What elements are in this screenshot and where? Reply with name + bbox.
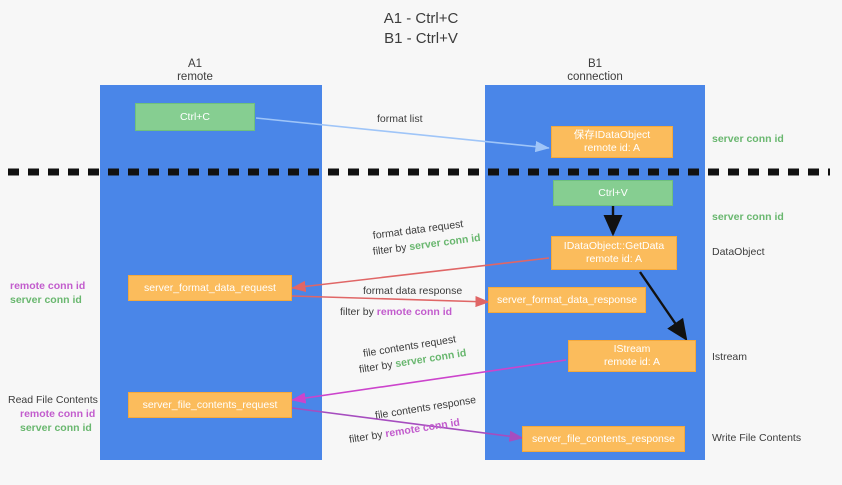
title-line-2: B1 - Ctrl+V <box>384 30 458 47</box>
label-read-file-contents-group: Read File Contents remote conn id server… <box>8 393 98 435</box>
label-write-file-contents-text: Write File Contents <box>712 432 802 444</box>
box-idataobject-getdata-line1: IDataObject::GetData <box>563 240 665 252</box>
box-server-format-data-request-label: server_format_data_request <box>144 281 276 294</box>
label-server-conn-id-mid: server conn id <box>712 210 784 224</box>
edge-filter-by-2: filter by <box>340 306 374 318</box>
box-server-file-contents-request[interactable]: server_file_contents_request <box>128 392 292 418</box>
label-istream: Istream <box>712 350 747 364</box>
lane-a1-name: A1 <box>187 58 203 70</box>
edge-remote-conn-id-1: remote conn id <box>376 306 453 318</box>
label-server-conn-id-mid-text: server conn id <box>712 211 784 223</box>
box-ctrl-c[interactable]: Ctrl+C <box>135 103 255 131</box>
box-save-idataobject-line1: 保存IDataObject <box>573 129 651 141</box>
edge-label-format-data-response-text: format data response <box>363 285 463 297</box>
label-conn-ids-format: remote conn id server conn id <box>10 279 85 307</box>
lane-b1-sub: connection <box>567 71 623 83</box>
box-save-idataobject-line2: remote id: A <box>583 142 641 154</box>
box-ctrl-v[interactable]: Ctrl+V <box>553 180 673 206</box>
box-server-format-data-response-label: server_format_data_response <box>496 293 638 306</box>
edge-filter-by-3: filter by <box>358 358 394 376</box>
lane-a1-sub: remote <box>177 71 213 83</box>
box-istream-line2: remote id: A <box>603 356 661 368</box>
edge-remote-conn-id-2: remote conn id <box>384 416 461 441</box>
box-ctrl-c-label: Ctrl+C <box>179 110 211 123</box>
edge-label-format-list-text: format list <box>377 113 423 125</box>
box-istream[interactable]: IStream remote id: A <box>568 340 696 372</box>
label-remote-conn-id-1: remote conn id <box>10 280 86 292</box>
box-save-idataobject[interactable]: 保存IDataObject remote id: A <box>551 126 673 158</box>
label-read-file-contents: Read File Contents <box>8 394 98 406</box>
label-remote-conn-id-2: remote conn id <box>20 408 96 420</box>
edge-label-format-data-response-filter: filter by remote conn id <box>340 305 452 319</box>
edge-label-file-contents-response-text: file contents response <box>374 394 477 422</box>
box-idataobject-getdata[interactable]: IDataObject::GetData remote id: A <box>551 236 677 270</box>
box-server-format-data-request[interactable]: server_format_data_request <box>128 275 292 301</box>
label-dataobject-text: DataObject <box>712 246 765 258</box>
label-server-conn-id-top: server conn id <box>712 132 784 146</box>
edge-label-format-data-response: format data response <box>363 284 462 298</box>
edge-filter-by-1: filter by <box>372 241 408 258</box>
lane-b1-name: B1 <box>587 58 603 70</box>
label-server-conn-id-top-text: server conn id <box>712 133 784 145</box>
label-server-conn-id-2: server conn id <box>20 422 92 434</box>
box-server-file-contents-request-label: server_file_contents_request <box>142 398 278 411</box>
label-istream-text: Istream <box>712 351 748 363</box>
label-dataobject: DataObject <box>712 245 765 259</box>
edge-label-file-contents-response-filter: filter by remote conn id <box>348 415 461 446</box>
box-server-format-data-response[interactable]: server_format_data_response <box>488 287 646 313</box>
box-server-file-contents-response[interactable]: server_file_contents_response <box>522 426 685 452</box>
label-write-file-contents: Write File Contents <box>712 431 801 445</box>
label-server-conn-id-1: server conn id <box>10 294 82 306</box>
box-ctrl-v-label: Ctrl+V <box>598 186 628 199</box>
box-idataobject-getdata-line2: remote id: A <box>585 253 643 265</box>
title-line-1: A1 - Ctrl+C <box>383 10 459 27</box>
edge-label-format-list: format list <box>377 112 423 126</box>
edge-label-file-contents-response: file contents response <box>374 393 477 423</box>
edge-filter-by-4: filter by <box>348 428 384 446</box>
page-title: A1 - Ctrl+C B1 - Ctrl+V <box>0 9 842 49</box>
lane-header-a1: A1 remote <box>130 58 260 84</box>
box-istream-line1: IStream <box>613 343 651 355</box>
box-server-file-contents-response-label: server_file_contents_response <box>531 432 675 445</box>
lane-header-b1: B1 connection <box>530 58 660 84</box>
